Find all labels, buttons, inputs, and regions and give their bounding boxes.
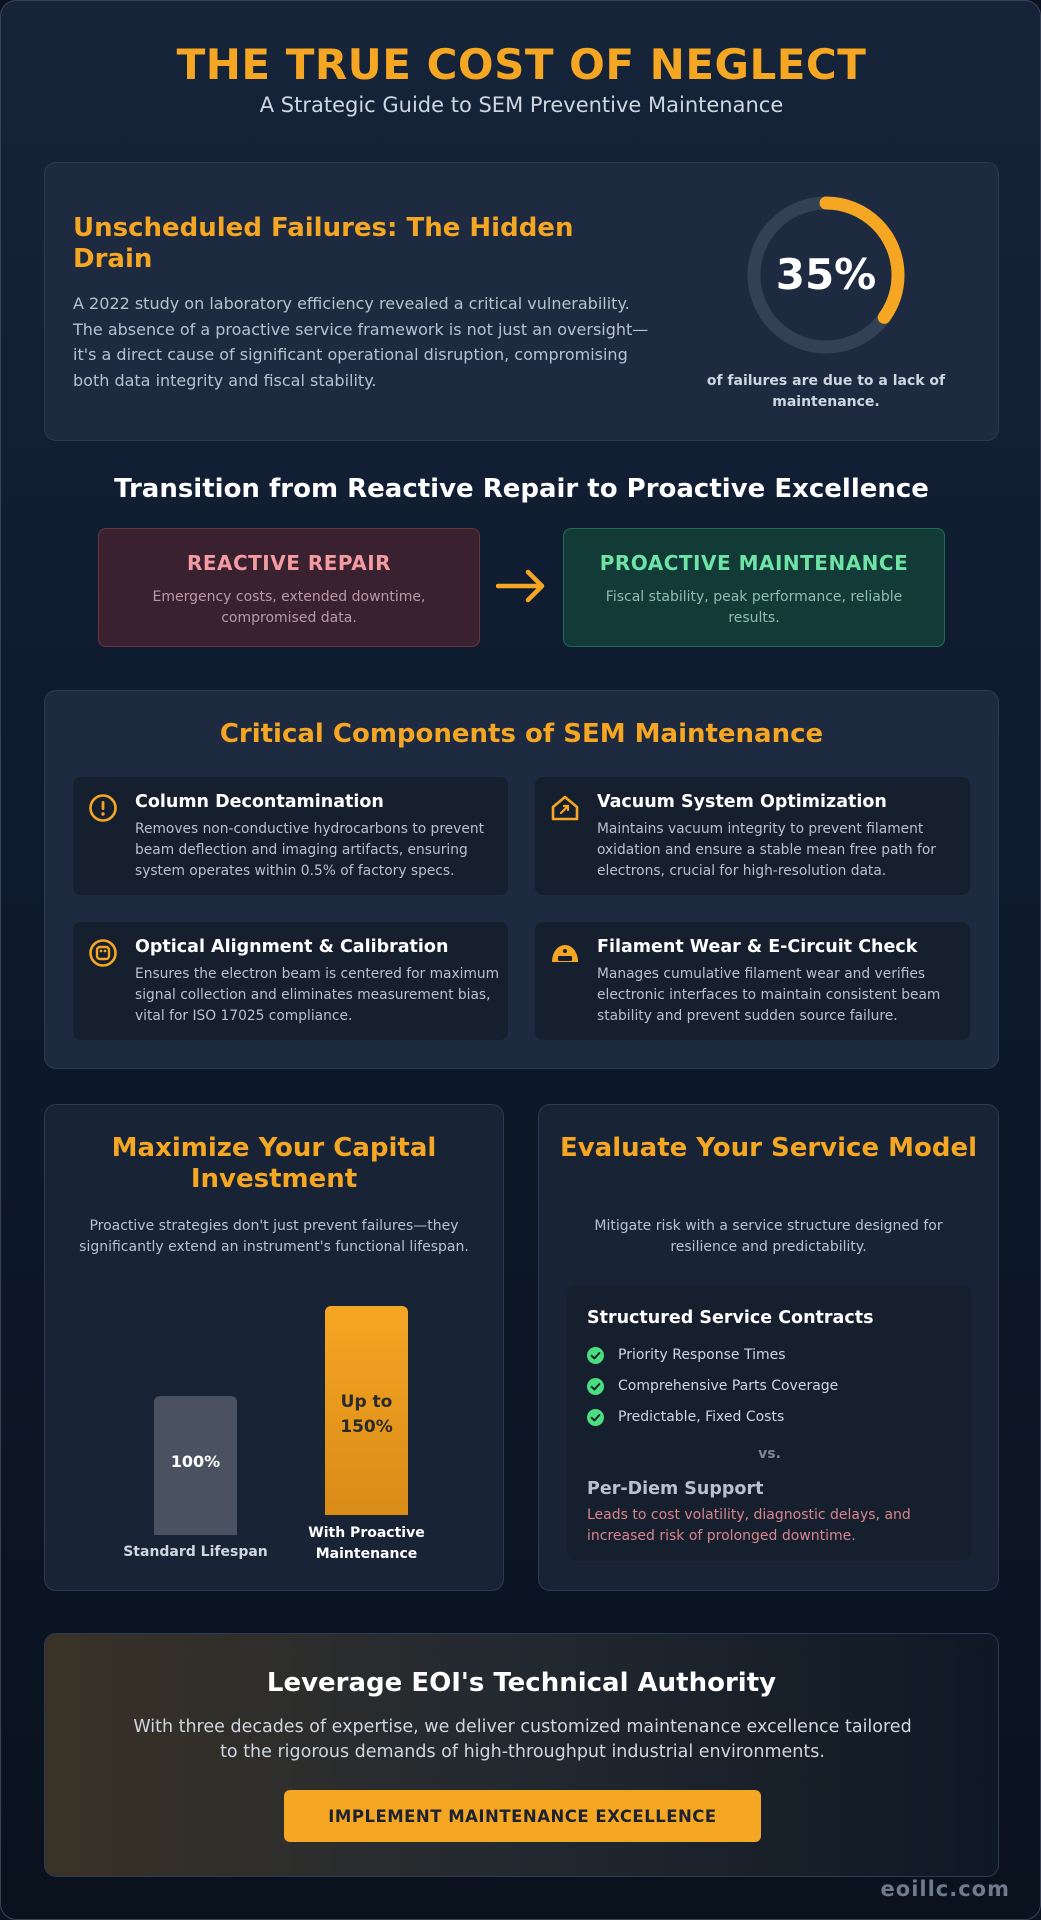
perdiem-title: Per-Diem Support xyxy=(587,1479,764,1499)
contract-item: Predictable, Fixed Costs xyxy=(587,1407,784,1427)
bar-value-label: 100% xyxy=(170,1452,221,1471)
standard-lifespan-bar: 100% xyxy=(154,1396,237,1535)
service-title: Evaluate Your Service Model xyxy=(559,1133,978,1163)
donut-arc xyxy=(747,196,905,354)
contract-item: Comprehensive Parts Coverage xyxy=(587,1376,838,1396)
components-title: Critical Components of SEM Maintenance xyxy=(219,719,824,749)
failure-caption: of failures are due to a lack of mainten… xyxy=(706,373,946,410)
check-circle-icon xyxy=(587,1346,604,1364)
service-model-card: Evaluate Your Service Model Mitigate ris… xyxy=(538,1104,999,1591)
cta-title: Leverage EOI's Technical Authority xyxy=(266,1668,777,1698)
component-desc: Ensures the electron beam is centered fo… xyxy=(135,966,500,1024)
proactive-title: PROACTIVE MAINTENANCE xyxy=(599,551,909,575)
service-text: Mitigate risk with a service structure d… xyxy=(594,1218,943,1255)
components-card: Critical Components of SEM Maintenance C… xyxy=(44,690,999,1069)
target-icon xyxy=(89,939,117,967)
reactive-desc: Emergency costs, extended downtime, comp… xyxy=(152,589,426,626)
bar-label-proactive: With Proactive Maintenance xyxy=(308,1525,425,1562)
failures-text: A 2022 study on laboratory efficiency re… xyxy=(73,294,649,390)
house-icon xyxy=(551,795,579,821)
transition-title: Transition from Reactive Repair to Proac… xyxy=(114,474,929,504)
component-column-decontamination: Column Decontamination Removes non-condu… xyxy=(73,777,508,895)
contracts-title: Structured Service Contracts xyxy=(587,1308,874,1328)
bar-value-label: Up to 150% xyxy=(340,1392,393,1437)
capital-card: Maximize Your Capital Investment Proacti… xyxy=(44,1104,504,1591)
component-filament-wear: Filament Wear & E-Circuit Check Manages … xyxy=(535,922,970,1040)
page-title: THE TRUE COST OF NEGLECT xyxy=(176,40,867,89)
component-desc: Manages cumulative filament wear and ver… xyxy=(597,966,941,1024)
failures-title: Unscheduled Failures: The Hidden Drain xyxy=(73,213,574,274)
contract-item-label: Priority Response Times xyxy=(618,1347,786,1363)
component-desc: Removes non-conductive hydrocarbons to p… xyxy=(135,821,484,879)
header: THE TRUE COST OF NEGLECT A Strategic Gui… xyxy=(1,39,1040,117)
proactive-lifespan-bar: Up to 150% xyxy=(325,1306,408,1515)
reactive-title: REACTIVE REPAIR xyxy=(186,551,392,575)
failures-card: Unscheduled Failures: The Hidden Drain A… xyxy=(44,162,999,441)
cta-card: Leverage EOI's Technical Authority With … xyxy=(44,1633,999,1877)
service-comparison-box: Structured Service Contracts Priority Re… xyxy=(567,1285,972,1561)
check-circle-icon xyxy=(587,1408,604,1426)
component-desc: Maintains vacuum integrity to prevent fi… xyxy=(597,821,936,879)
gauge-icon xyxy=(552,945,578,962)
check-circle-icon xyxy=(587,1377,604,1395)
failure-donut-chart xyxy=(747,196,905,354)
perdiem-text: Leads to cost volatility, diagnostic del… xyxy=(587,1507,911,1544)
page-subtitle: A Strategic Guide to SEM Preventive Main… xyxy=(259,93,784,117)
proactive-maintenance-box: PROACTIVE MAINTENANCE Fiscal stability, … xyxy=(563,528,945,647)
implement-maintenance-button[interactable]: IMPLEMENT MAINTENANCE EXCELLENCE xyxy=(284,1790,761,1842)
footer-website: eoillc.com xyxy=(880,1877,1010,1901)
component-title: Column Decontamination xyxy=(135,792,384,812)
component-title: Filament Wear & E-Circuit Check xyxy=(597,937,918,957)
contract-item-label: Predictable, Fixed Costs xyxy=(618,1409,785,1425)
bar-label-standard: Standard Lifespan xyxy=(123,1544,268,1560)
capital-title: Maximize Your Capital Investment xyxy=(111,1133,437,1194)
failure-stat: 35% xyxy=(775,250,877,299)
component-title: Vacuum System Optimization xyxy=(597,792,887,812)
versus-label: vs. xyxy=(758,1446,781,1462)
proactive-desc: Fiscal stability, peak performance, reli… xyxy=(605,589,903,626)
reactive-repair-box: REACTIVE REPAIR Emergency costs, extende… xyxy=(98,528,480,647)
alert-circle-icon xyxy=(89,794,117,822)
component-vacuum-system: Vacuum System Optimization Maintains vac… xyxy=(535,777,970,895)
capital-text: Proactive strategies don't just prevent … xyxy=(79,1218,469,1255)
contract-item: Priority Response Times xyxy=(587,1345,786,1365)
contract-item-label: Comprehensive Parts Coverage xyxy=(618,1378,839,1394)
component-optical-alignment: Optical Alignment & Calibration Ensures … xyxy=(73,922,508,1040)
arrow-right-icon xyxy=(496,569,545,603)
cta-text: With three decades of expertise, we deli… xyxy=(133,1717,912,1762)
component-title: Optical Alignment & Calibration xyxy=(135,937,449,957)
